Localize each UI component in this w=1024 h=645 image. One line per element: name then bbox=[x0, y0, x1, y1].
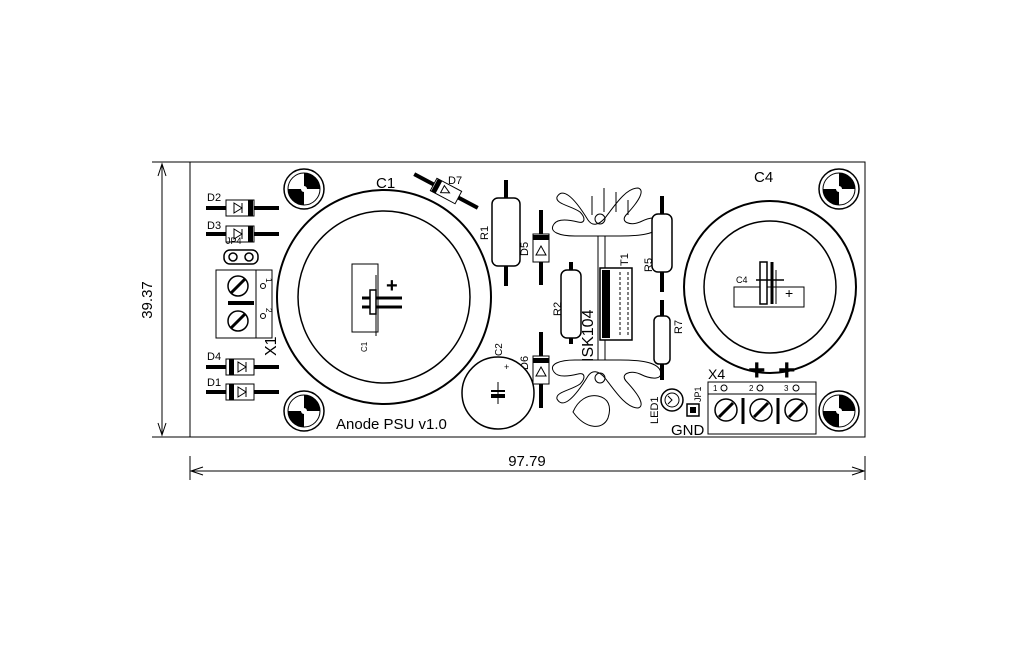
diode-d5 bbox=[532, 210, 550, 285]
terminal-x1-label: X1 bbox=[263, 336, 280, 356]
capacitor-c2-plus: + bbox=[504, 362, 509, 372]
terminal-x1-pin2: 2 bbox=[264, 308, 273, 313]
diode-d3 bbox=[206, 225, 279, 243]
diode-d3-label: D3 bbox=[207, 220, 221, 232]
resistor-r5 bbox=[651, 196, 673, 292]
jumper-jp4-label: JP4 bbox=[226, 236, 242, 246]
terminal-x4-pin2: 2 bbox=[749, 384, 754, 393]
mounting-hole-bottom-right bbox=[818, 390, 860, 432]
resistor-r2-label: R2 bbox=[552, 302, 564, 316]
mounting-hole-bottom-left bbox=[283, 390, 325, 432]
terminal-x4-plus-2: + bbox=[778, 354, 796, 387]
capacitor-c2 bbox=[461, 356, 535, 430]
terminal-x4-label: X4 bbox=[708, 366, 725, 382]
height-dimension-label: 39.37 bbox=[139, 281, 156, 319]
resistor-r7-label: R7 bbox=[673, 320, 685, 334]
jumper-jp4 bbox=[223, 249, 259, 265]
resistor-r1 bbox=[491, 180, 521, 286]
board-title: Anode PSU v1.0 bbox=[336, 416, 447, 433]
diode-d6 bbox=[532, 332, 550, 408]
resistor-r2 bbox=[560, 262, 582, 344]
diode-d7-label: D7 bbox=[448, 175, 462, 187]
jumper-jp1 bbox=[686, 403, 700, 417]
capacitor-c4-label: C4 bbox=[754, 169, 773, 186]
capacitor-c2-label: C2 bbox=[494, 343, 505, 356]
diode-d2-label: D2 bbox=[207, 192, 221, 204]
jumper-jp1-label: JP1 bbox=[693, 386, 703, 402]
capacitor-c1 bbox=[276, 189, 492, 405]
terminal-x1 bbox=[215, 269, 273, 339]
terminal-x1-pin1: 1 bbox=[264, 278, 273, 283]
led-led1 bbox=[660, 388, 684, 412]
diode-d4 bbox=[206, 358, 279, 376]
gnd-label: GND bbox=[671, 422, 705, 439]
diode-d5-label: D5 bbox=[519, 242, 531, 256]
ic-isk104-label: ISK104 bbox=[580, 309, 597, 362]
capacitor-c1-label: C1 bbox=[376, 175, 395, 192]
resistor-r1-label: R1 bbox=[479, 226, 491, 240]
diode-d1 bbox=[206, 383, 279, 401]
mounting-hole-top-right bbox=[818, 168, 860, 210]
resistor-r5-label: R5 bbox=[643, 258, 655, 272]
terminal-x4-plus-1: + bbox=[748, 354, 766, 387]
capacitor-c4 bbox=[683, 200, 857, 374]
resistor-r7 bbox=[653, 300, 671, 380]
capacitor-c4-plus: + bbox=[785, 285, 793, 301]
diode-d7 bbox=[413, 172, 479, 210]
capacitor-c1-small-label: C1 bbox=[360, 341, 369, 352]
capacitor-c4-small-label: C4 bbox=[736, 275, 748, 285]
terminal-x4-pin3: 3 bbox=[784, 384, 789, 393]
diode-d1-label: D1 bbox=[207, 377, 221, 389]
mounting-hole-top-left bbox=[283, 168, 325, 210]
terminal-x4-pin1: 1 bbox=[713, 384, 718, 393]
transistor-t1-label: T1 bbox=[619, 253, 631, 266]
width-dimension-label: 97.79 bbox=[508, 453, 546, 470]
width-dimension bbox=[189, 456, 866, 480]
diode-d2 bbox=[206, 199, 279, 217]
diode-d4-label: D4 bbox=[207, 351, 221, 363]
transistor-t1 bbox=[599, 267, 633, 341]
capacitor-c1-plus: + bbox=[386, 275, 398, 297]
led-led1-label: LED1 bbox=[649, 396, 661, 424]
height-dimension bbox=[152, 161, 190, 438]
terminal-x4 bbox=[707, 381, 817, 435]
